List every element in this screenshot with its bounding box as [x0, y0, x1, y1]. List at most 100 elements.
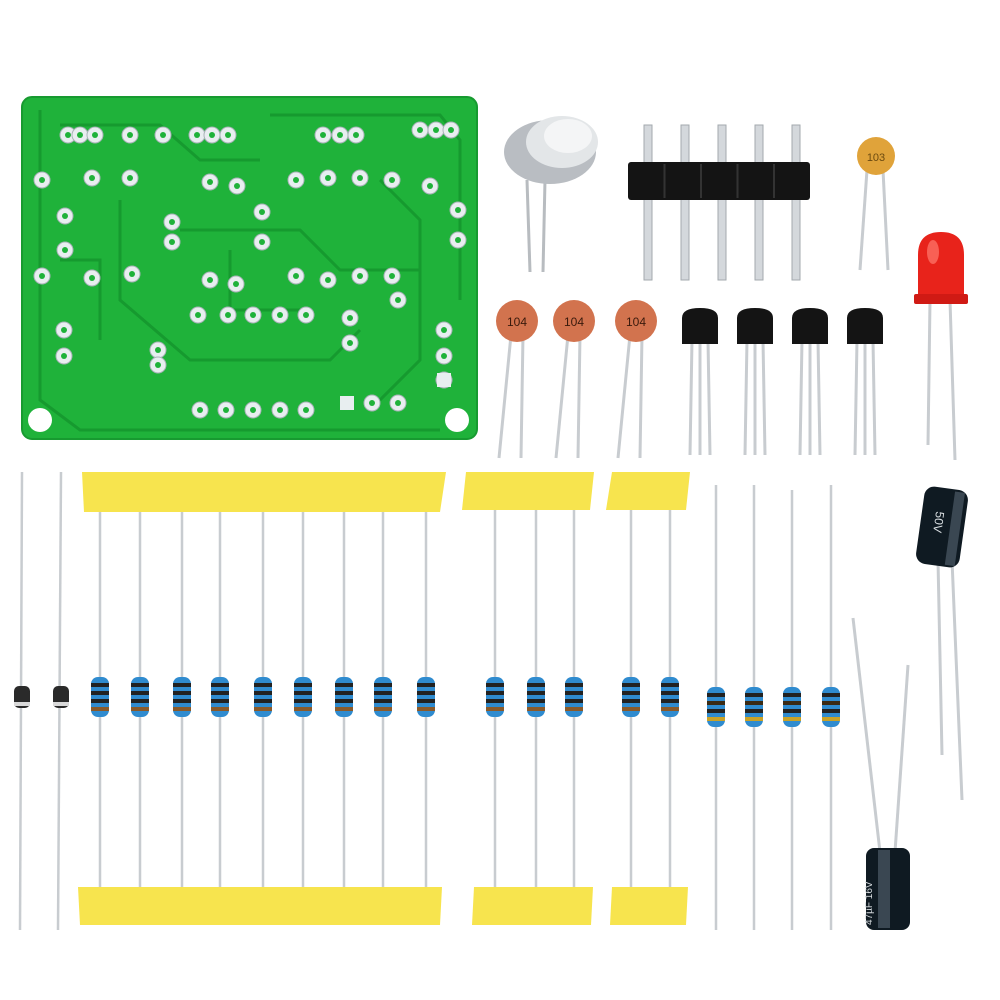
ceramic-cap-body: [496, 300, 538, 342]
solder-pad: [189, 306, 207, 324]
solder-pad: [351, 169, 369, 187]
electrolytic-capacitor-small: 47µF 16V: [851, 617, 910, 930]
solder-pad: [201, 173, 219, 191]
resistor: [173, 512, 191, 887]
resistor: [565, 510, 583, 887]
solder-pad: [383, 171, 401, 189]
solder-pad: [86, 126, 104, 144]
resistor: [822, 485, 840, 930]
transistors: [682, 308, 883, 456]
pcb-board: [21, 96, 478, 440]
resistor: [374, 512, 392, 887]
solder-pad: [331, 126, 349, 144]
solder-pad: [314, 126, 332, 144]
tape-bottom-middle: [472, 887, 593, 925]
resistor: [335, 512, 353, 887]
ceramic-capacitor: 104: [615, 300, 657, 459]
solder-pad: [163, 213, 181, 231]
resistor: [294, 512, 312, 887]
solder-pad: [56, 241, 74, 259]
diode: [53, 471, 69, 931]
resistor: [131, 512, 149, 887]
solder-pad: [389, 291, 407, 309]
solder-pad: [188, 126, 206, 144]
pcb-mount-hole-right: [445, 408, 469, 432]
ceramic-capacitor-103: 103: [857, 137, 895, 271]
solder-pad: [121, 126, 139, 144]
solder-pad: [411, 121, 429, 139]
solder-pad: [244, 306, 262, 324]
pcb-solder-pads: [33, 121, 467, 419]
solder-pad: [154, 126, 172, 144]
solder-pad: [271, 306, 289, 324]
resistor: [622, 510, 640, 887]
ceramic-cap-label: 104: [507, 315, 527, 329]
transistor-body: [737, 308, 773, 344]
ceramic-capacitor: 104: [553, 300, 595, 459]
transistor-body: [792, 308, 828, 344]
solder-pad: [55, 321, 73, 339]
solder-pad: [449, 231, 467, 249]
solder-pad: [83, 269, 101, 287]
solder-pad: [227, 275, 245, 293]
transistor-body: [682, 308, 718, 344]
resistor: [745, 485, 763, 930]
solder-pad: [341, 309, 359, 327]
diode: [14, 471, 30, 931]
solder-pad: [217, 401, 235, 419]
electrolytic-capacitor-large: 50V: [916, 486, 968, 801]
header-pin: [680, 124, 690, 281]
red-led: [914, 232, 968, 461]
square-pad: [437, 373, 451, 387]
resistor: [707, 485, 725, 930]
solder-pad: [449, 201, 467, 219]
transistor-body: [847, 308, 883, 344]
solder-pad: [219, 306, 237, 324]
solder-pad: [383, 267, 401, 285]
solder-pad: [71, 126, 89, 144]
pin-header-strip: [628, 124, 810, 281]
solder-pad: [149, 356, 167, 374]
transistor: [847, 308, 883, 456]
header-plastic-body: [628, 162, 810, 200]
resistor: [417, 512, 435, 887]
pcb-substrate: [21, 96, 478, 440]
ceramic-capacitors-104: 104 104 104: [496, 300, 657, 459]
header-pin: [717, 124, 727, 281]
solder-pad: [319, 169, 337, 187]
solder-pad: [83, 169, 101, 187]
solder-pad: [351, 267, 369, 285]
header-pin: [643, 124, 653, 281]
solder-pad: [421, 177, 439, 195]
ceramic-cap-body: [553, 300, 595, 342]
resistor: [661, 510, 679, 887]
ceramic-cap-label: 104: [564, 315, 584, 329]
solder-pad: [33, 267, 51, 285]
resistor: [486, 510, 504, 887]
resistor: [254, 512, 272, 887]
header-pin: [754, 124, 764, 281]
solder-pad: [203, 126, 221, 144]
pcb-mount-hole-left: [28, 408, 52, 432]
solder-pad: [121, 169, 139, 187]
solder-pad: [244, 401, 262, 419]
solder-pad: [297, 401, 315, 419]
solder-pad: [435, 321, 453, 339]
tape-top-left: [82, 472, 446, 512]
solder-pad: [191, 401, 209, 419]
resistor: [783, 490, 801, 930]
small-electrolytic-label: 47µF 16V: [864, 881, 875, 925]
solder-pad: [33, 171, 51, 189]
solder-pad: [163, 233, 181, 251]
solder-pad: [442, 121, 460, 139]
solder-pad: [297, 306, 315, 324]
solder-pad: [435, 347, 453, 365]
solder-pad: [56, 207, 74, 225]
led-dome: [918, 232, 964, 302]
solder-pad: [341, 334, 359, 352]
header-pin: [791, 124, 801, 281]
transistor: [792, 308, 828, 456]
small-cap-label: 103: [867, 152, 885, 164]
solder-pad: [149, 341, 167, 359]
solder-pad: [319, 271, 337, 289]
